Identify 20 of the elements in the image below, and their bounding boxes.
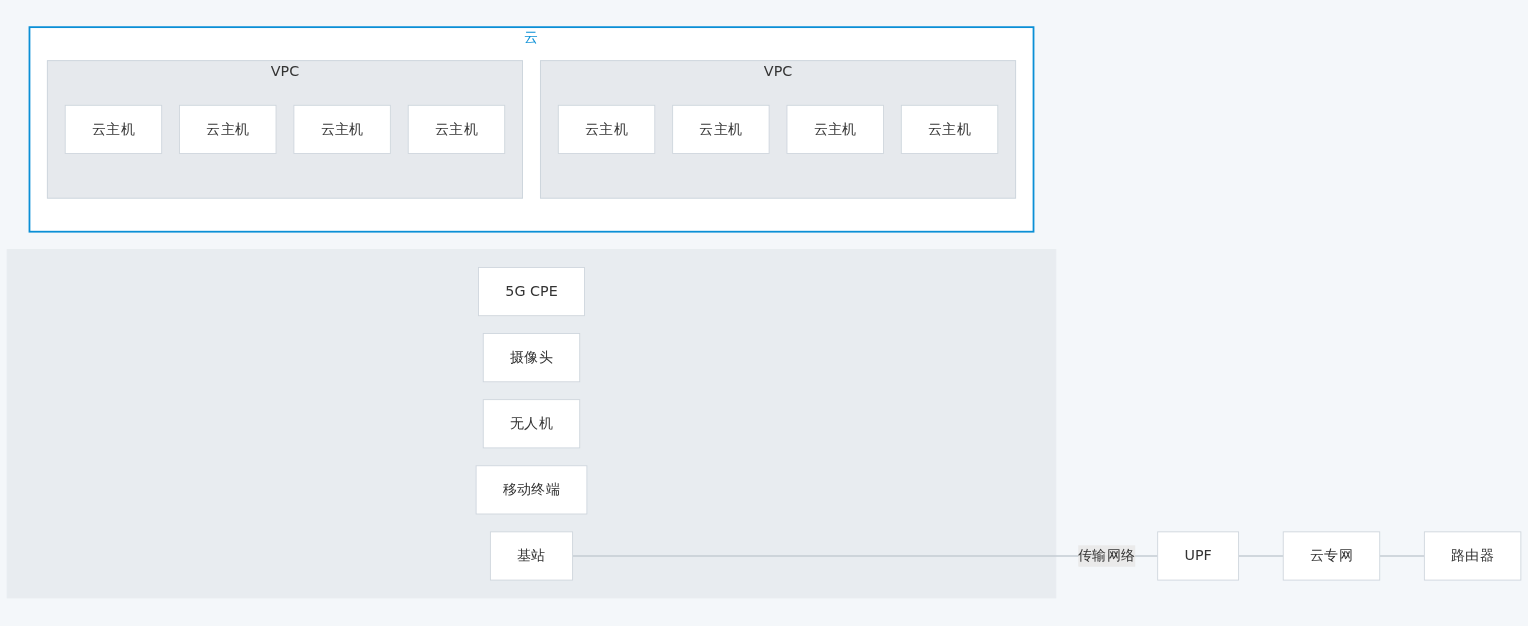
node-box: 基站 [489,531,574,581]
connector [1237,555,1284,558]
node-box: 云主机 [557,105,656,155]
cluster [6,249,1057,599]
node-box: 5G CPE [478,267,585,317]
node-box: 摄像头 [482,333,581,383]
node-box: UPF [1157,531,1240,581]
node-box: 移动终端 [475,465,588,515]
node-box: 云主机 [179,105,277,155]
node-box: 云专网 [1282,531,1381,581]
node-box: 云主机 [786,105,884,155]
connector [1379,555,1426,558]
node-box: 云主机 [407,105,506,155]
node-box: 云主机 [900,105,999,155]
node-box: 路由器 [1423,531,1522,581]
node-box: 云主机 [293,105,391,155]
node-box: 云主机 [672,105,770,155]
edge-label: 传输网络 [1078,547,1136,565]
node-box: 云主机 [64,105,163,155]
node-box: 无人机 [482,399,581,449]
